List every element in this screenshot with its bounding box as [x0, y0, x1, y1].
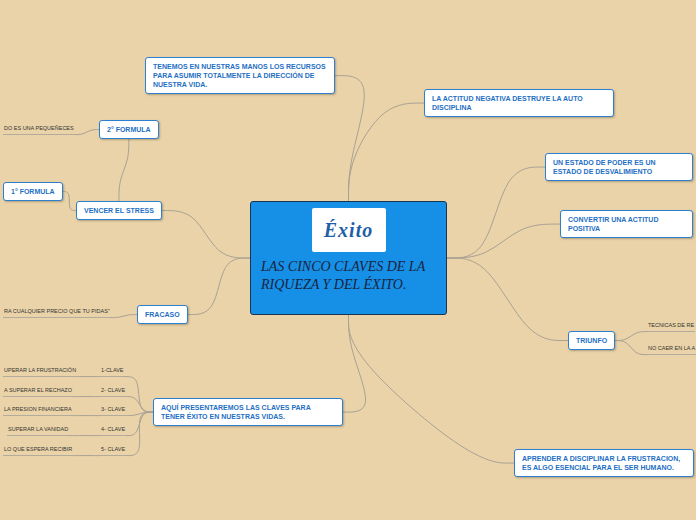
branch-line — [126, 412, 153, 456]
topic-box: CONVERTIR UNA ACTITUD POSITIVA — [560, 210, 693, 238]
topic-text: A SUPERAR EL RECHAZO — [4, 387, 72, 394]
topic-text: LO QUE ESPERA RECIBIR — [4, 446, 72, 453]
topic-text: TECNICAS DE RE — [648, 322, 694, 329]
branch-line — [447, 258, 568, 341]
topic-text: 3- CLAVE — [101, 406, 125, 413]
logo-word: Éxito — [312, 208, 386, 252]
leaf-topic: TECNICAS DE RE — [647, 322, 695, 332]
topic-text: AQUÍ PRESENTAREMOS LAS CLAVES PARA TENER… — [161, 403, 335, 421]
leaf-topic: DO ES UNA PEQUEÑECES — [3, 125, 75, 135]
topic-box: 1° FORMULA — [3, 182, 63, 201]
branch-line — [75, 130, 99, 135]
topic-box: AQUÍ PRESENTAREMOS LAS CLAVES PARA TENER… — [153, 398, 343, 426]
branch-line — [447, 224, 560, 258]
topic-text: UN ESTADO DE PODER ES UN ESTADO DE DESVA… — [553, 158, 685, 176]
branch-line — [73, 455, 100, 456]
topic-text: 5- CLAVE — [101, 446, 125, 453]
topic-text: 2- CLAVE — [101, 387, 125, 394]
branch-line — [335, 76, 364, 201]
branch-line — [349, 315, 515, 463]
topic-box: FRACASO — [137, 305, 188, 324]
branch-line — [111, 315, 137, 318]
topic-text: DO ES UNA PEQUEÑECES — [4, 125, 74, 132]
branch-line — [63, 192, 76, 211]
key-topic: 1-CLAVE — [100, 367, 125, 377]
topic-text: FRACASO — [145, 310, 180, 319]
key-topic: 3- CLAVE — [100, 406, 126, 416]
key-topic: 2- CLAVE — [100, 387, 126, 397]
topic-box: LA ACTITUD NEGATIVA DESTRUYE LA AUTO DIS… — [424, 89, 614, 117]
topic-box: 2° FORMULA — [99, 120, 159, 139]
topic-text: TENEMOS EN NUESTRAS MANOS LOS RECURSOS P… — [153, 62, 327, 89]
branch-line — [126, 397, 153, 413]
branch-line — [73, 396, 100, 397]
topic-text: APRENDER A DISCIPLINAR LA FRUSTRACION, E… — [522, 454, 686, 472]
branch-line — [188, 258, 250, 315]
topic-text: 1-CLAVE — [101, 367, 124, 374]
topic-text: LAS CINCO CLAVES DE LA RIQUEZA Y DEL ÉXI… — [261, 258, 436, 293]
topic-text: TRIUNFO — [576, 336, 607, 345]
topic-text: LA PRESION FINANCIERA — [4, 406, 72, 413]
topic-text: SUPERAR LA VANIDAD — [8, 426, 68, 433]
branch-line — [162, 211, 250, 258]
topic-text: 2° FORMULA — [107, 125, 151, 134]
topic-text: LA ACTITUD NEGATIVA DESTRUYE LA AUTO DIS… — [432, 94, 606, 112]
branch-line — [69, 435, 100, 436]
branch-line — [615, 341, 647, 355]
topic-text: 4- CLAVE — [101, 426, 125, 433]
branch-line — [615, 332, 647, 341]
leaf-topic: RA CUALQUIER PRECIO QUE TU PIDAS" — [3, 308, 111, 318]
topic-text: RA CUALQUIER PRECIO QUE TU PIDAS" — [4, 308, 110, 315]
topic-box: TENEMOS EN NUESTRAS MANOS LOS RECURSOS P… — [145, 57, 335, 94]
branch-line — [119, 139, 129, 201]
topic-box: TRIUNFO — [568, 331, 615, 350]
branch-line — [343, 315, 366, 412]
topic-box: VENCER EL STRESS — [76, 201, 162, 220]
topic-box: APRENDER A DISCIPLINAR LA FRUSTRACION, E… — [514, 449, 694, 477]
branch-line — [77, 376, 100, 377]
central-topic: ÉxitoLAS CINCO CLAVES DE LA RIQUEZA Y DE… — [250, 201, 447, 315]
topic-text: UPERAR LA FRUSTRACIÓN — [4, 367, 76, 374]
topic-text: VENCER EL STRESS — [84, 206, 154, 215]
branch-line — [125, 377, 153, 413]
leaf-topic: NO CAER EN LA A — [647, 345, 696, 355]
key-topic: 5- CLAVE — [100, 446, 126, 456]
topic-text: 1° FORMULA — [11, 187, 55, 196]
topic-box: UN ESTADO DE PODER ES UN ESTADO DE DESVA… — [545, 153, 693, 181]
branch-line — [349, 103, 425, 201]
leaf-topic: A SUPERAR EL RECHAZO — [3, 387, 73, 397]
branch-line — [73, 415, 100, 416]
topic-text: CONVERTIR UNA ACTITUD POSITIVA — [568, 215, 685, 233]
topic-text: NO CAER EN LA A — [648, 345, 695, 352]
leaf-topic: SUPERAR LA VANIDAD — [7, 426, 69, 436]
leaf-topic: LO QUE ESPERA RECIBIR — [3, 446, 73, 456]
branch-line — [447, 167, 545, 258]
leaf-topic: LA PRESION FINANCIERA — [3, 406, 73, 416]
key-topic: 4- CLAVE — [100, 426, 126, 436]
leaf-topic: UPERAR LA FRUSTRACIÓN — [3, 367, 77, 377]
